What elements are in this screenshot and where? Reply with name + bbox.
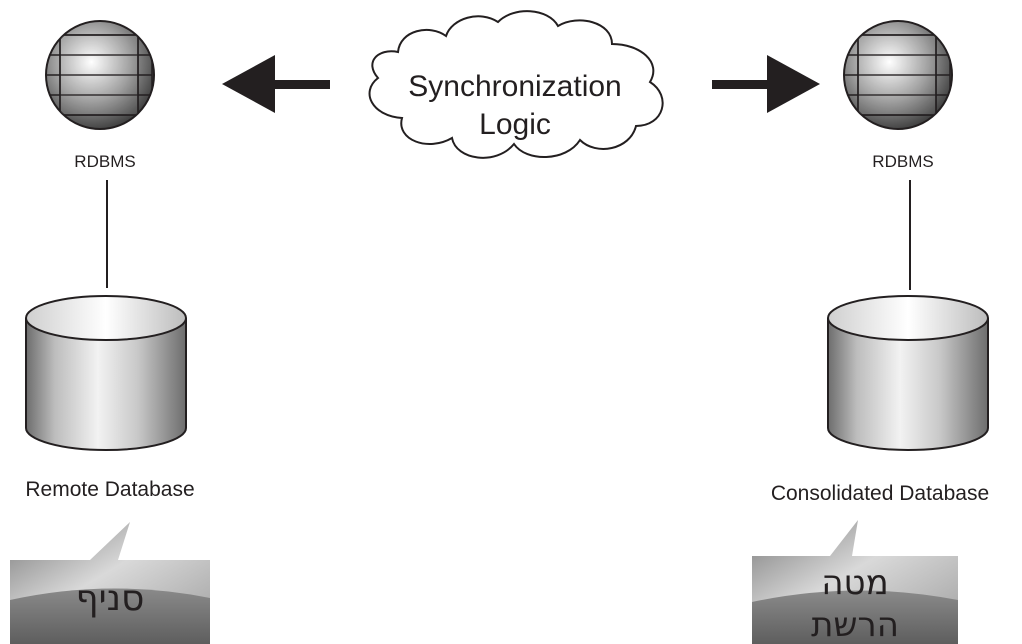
left-callout-text: סניף <box>76 578 145 619</box>
right-server-icon <box>843 20 953 130</box>
right-callout-line1: מטה <box>821 563 888 603</box>
cloud-shape <box>368 10 664 159</box>
left-server-icon <box>45 20 155 130</box>
remote-database-label: Remote Database <box>25 478 195 501</box>
left-server-label: RDBMS <box>74 152 136 171</box>
consolidated-database-label: Consolidated Database <box>770 482 990 505</box>
left-arrow-icon <box>222 55 330 113</box>
right-callout-line2: הרשת <box>811 605 899 644</box>
sync-label-line2: Logic <box>479 108 551 141</box>
right-callout: מטה הרשת <box>752 520 958 644</box>
right-server-label: RDBMS <box>872 152 934 171</box>
consolidated-database-icon <box>827 295 989 451</box>
sync-label-line1: Synchronization <box>408 70 622 103</box>
remote-database-icon <box>25 295 187 451</box>
right-arrow-icon <box>712 55 820 113</box>
left-callout: סניף <box>10 522 210 644</box>
